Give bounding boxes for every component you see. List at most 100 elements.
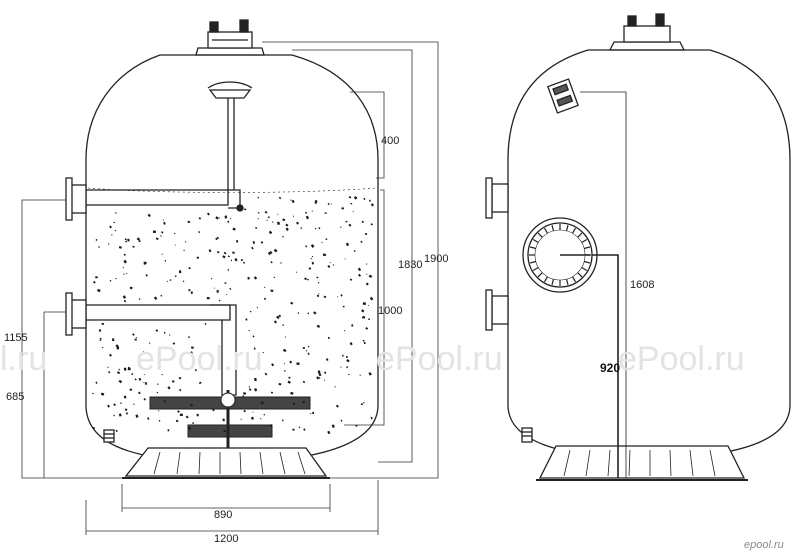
watermark-4: ePool.ru	[618, 340, 745, 378]
media-grain	[276, 315, 280, 320]
dim-overall-width: 1200	[214, 533, 238, 545]
media-grain	[292, 215, 295, 217]
media-grain	[316, 294, 320, 298]
media-grain	[148, 367, 150, 370]
media-grain	[123, 299, 127, 303]
media-grain	[240, 418, 242, 420]
media-grain	[348, 223, 352, 227]
media-grain	[281, 419, 284, 422]
media-grain	[122, 295, 127, 299]
dim-side-height: 1608	[630, 279, 654, 291]
media-grain	[172, 380, 175, 383]
gauge-tick	[571, 276, 577, 283]
media-grain	[155, 237, 159, 241]
media-grain	[232, 251, 235, 254]
dim-base-width: 890	[214, 509, 232, 521]
media-grain	[159, 349, 161, 352]
media-grain	[263, 286, 266, 288]
media-grain	[148, 342, 151, 344]
media-grain	[173, 232, 176, 235]
media-grain	[369, 296, 374, 301]
media-grain	[359, 374, 361, 376]
media-grain	[113, 414, 115, 417]
media-grain	[129, 388, 132, 391]
media-grain	[187, 220, 191, 224]
media-grain	[327, 430, 331, 435]
gauge-tick	[577, 232, 583, 238]
media-grain	[340, 294, 343, 297]
media-grain	[182, 280, 185, 283]
media-grain	[308, 345, 310, 348]
media-grain	[317, 370, 321, 374]
media-grain	[323, 295, 327, 299]
media-grain	[366, 273, 368, 275]
gauge-tick	[543, 276, 549, 283]
media-grain	[226, 293, 228, 296]
media-grain	[311, 255, 314, 258]
media-grain	[348, 373, 350, 376]
gauge-tick	[537, 232, 543, 238]
media-grain	[330, 203, 332, 205]
media-grain	[278, 314, 282, 318]
media-grain	[129, 286, 133, 290]
media-grain	[243, 392, 247, 395]
media-grain	[311, 210, 313, 212]
media-grain	[273, 276, 276, 279]
media-grain	[304, 211, 308, 214]
media-grain	[289, 360, 292, 364]
media-grain	[362, 302, 367, 306]
media-grain	[190, 346, 194, 349]
media-grain	[196, 256, 200, 259]
upper-diffuser	[208, 89, 252, 99]
media-grain	[112, 338, 115, 342]
media-grain	[340, 226, 342, 228]
media-grain	[227, 220, 230, 223]
media-grain	[223, 251, 227, 255]
media-grain	[314, 199, 318, 203]
media-grain	[135, 414, 139, 418]
section-view	[65, 19, 379, 479]
media-grain	[346, 356, 348, 358]
media-grain	[174, 275, 177, 277]
media-grain	[316, 324, 321, 328]
media-grain	[327, 336, 330, 340]
media-grain	[291, 199, 295, 204]
dim-upper-port: 1155	[4, 332, 28, 344]
media-grain	[362, 339, 365, 342]
media-grain	[252, 241, 255, 244]
media-grain	[303, 428, 306, 431]
media-grain	[135, 337, 137, 339]
media-grain	[296, 221, 299, 225]
gauge-tick	[565, 224, 569, 232]
media-grain	[298, 426, 301, 429]
gauge-tick	[537, 272, 543, 278]
media-grain	[133, 403, 135, 405]
media-grain	[327, 202, 330, 206]
media-grain	[128, 366, 130, 370]
media-grain	[272, 221, 274, 223]
media-grain	[345, 242, 350, 247]
drain-port	[103, 429, 115, 443]
media-grain	[353, 195, 358, 200]
media-grain	[323, 371, 327, 375]
media-grain	[305, 350, 308, 352]
media-grain	[222, 255, 226, 259]
media-grain	[248, 388, 252, 391]
gauge-tick	[571, 227, 577, 234]
media-grain	[340, 419, 343, 422]
media-grain	[262, 351, 265, 354]
media-grain	[270, 289, 274, 292]
media-grain	[248, 329, 250, 332]
media-grain	[341, 354, 344, 357]
media-grain	[175, 419, 179, 423]
dim-top-gap: 400	[381, 135, 399, 147]
media-grain	[134, 378, 137, 381]
media-grain	[138, 391, 141, 395]
media-grain	[126, 272, 128, 275]
dimension-labels: 1900 1830 400 1000 1155 685 890 1200 160…	[4, 135, 654, 545]
media-grain	[125, 240, 127, 243]
media-grain	[143, 381, 145, 384]
media-grain	[189, 403, 194, 407]
gauge-scale	[529, 224, 591, 286]
media-grain	[185, 415, 189, 419]
